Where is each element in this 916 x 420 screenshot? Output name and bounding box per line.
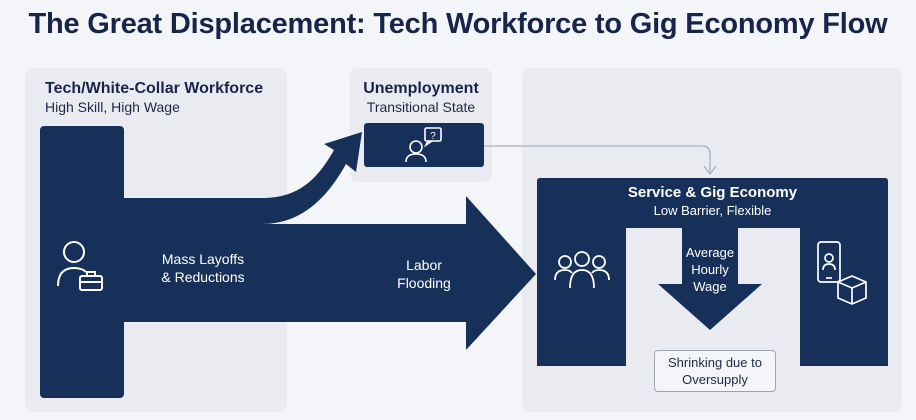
layoffs-label-line-1: Mass Layoffs [161, 251, 245, 267]
gig-economy-block [537, 178, 888, 366]
page-title: The Great Displacement: Tech Workforce t… [28, 8, 888, 40]
source-title: Tech/White-Collar Workforce [45, 80, 264, 97]
connector-arrowhead-icon [703, 165, 717, 176]
shrinking-note-line-1: Shrinking due to [668, 355, 762, 370]
question-mark-icon: ? [430, 131, 436, 142]
labor-flooding-arrow [124, 196, 536, 350]
layoffs-label-line-2: & Reductions [161, 269, 245, 285]
layoffs-label: Mass Layoffs & Reductions [150, 250, 256, 286]
labor-flooding-label-line-2: Flooding [397, 275, 451, 291]
wage-label-line-3: Wage [693, 279, 727, 294]
worker-with-briefcase-icon [57, 241, 103, 291]
unemployment-flow-arrow [124, 132, 362, 224]
source-subtitle: High Skill, High Wage [45, 99, 180, 115]
wage-label-line-2: Hourly [691, 262, 729, 277]
unemployment-title: Unemployment [363, 80, 479, 97]
wage-down-arrow [658, 228, 762, 330]
shrinking-note: Shrinking due to Oversupply [654, 350, 776, 392]
gig-title: Service & Gig Economy [627, 184, 798, 201]
shrinking-note-line-2: Oversupply [682, 372, 748, 387]
phone-delivery-box-icon [817, 241, 867, 305]
source-bar [40, 126, 124, 398]
person-question-icon [405, 127, 442, 163]
wage-label-line-1: Average [685, 245, 735, 260]
labor-flooding-label: Labor Flooding [384, 256, 464, 292]
group-people-icon [554, 251, 610, 289]
unemployment-to-gig-connector [484, 145, 711, 172]
average-hourly-wage-label: Average Hourly Wage [672, 244, 748, 295]
labor-flooding-label-line-1: Labor [406, 257, 442, 273]
gig-subtitle: Low Barrier, Flexible [653, 203, 772, 218]
unemployment-subtitle: Transitional State [366, 99, 476, 115]
unemployment-box [364, 123, 484, 167]
